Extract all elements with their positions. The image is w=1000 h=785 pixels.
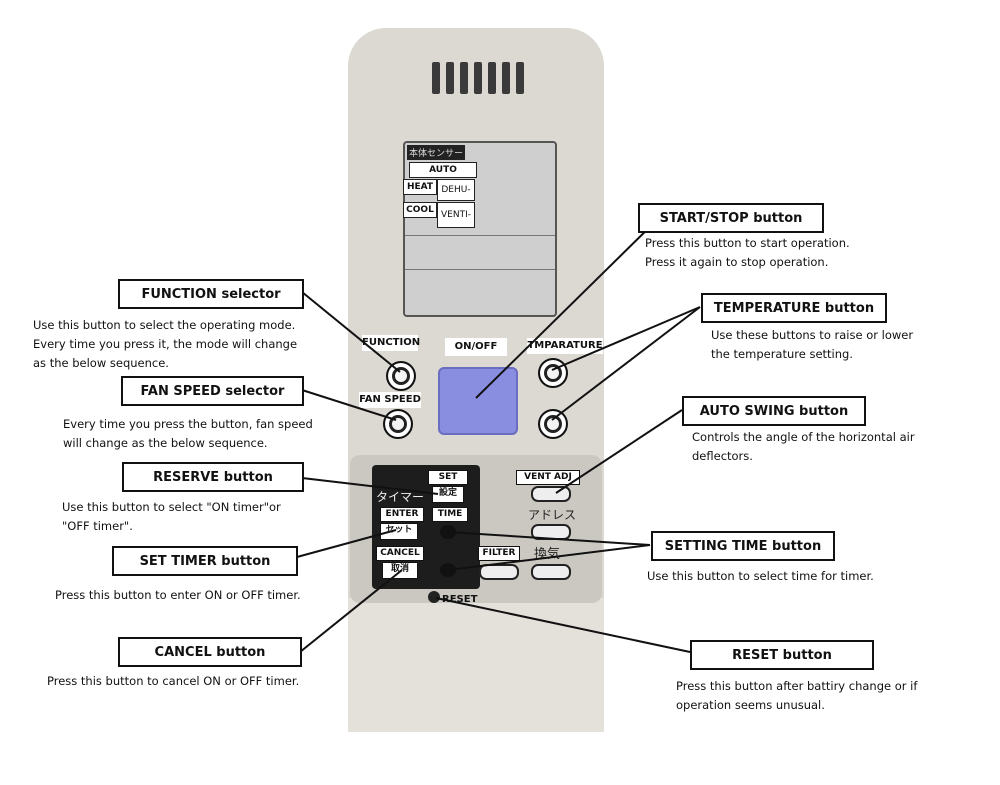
temperature-title: TEMPERATURE button <box>701 293 887 323</box>
ventilation-button[interactable] <box>531 564 571 580</box>
vent-slot <box>474 62 482 94</box>
vent-slot <box>460 62 468 94</box>
start-stop-desc: Press this button to start operation. Pr… <box>645 236 850 269</box>
cancel-button-title: CANCEL button <box>118 637 302 667</box>
temperature-down-button[interactable] <box>538 409 568 439</box>
vent-adj-label: VENT ADJ <box>516 470 580 485</box>
temperature-desc: Use these buttons to raise or lower the … <box>711 328 914 361</box>
fan-speed-selector-desc: Every time you press the button, fan spe… <box>63 417 313 450</box>
setting-time-title: SETTING TIME button <box>651 531 835 561</box>
fan-speed-button[interactable] <box>383 409 413 439</box>
address-jp-label: アドレス <box>528 508 577 522</box>
setting-time-desc: Use this button to select time for timer… <box>647 569 874 583</box>
cancel-button-desc: Press this button to cancel ON or OFF ti… <box>47 674 300 688</box>
reset-button-desc: Press this button after battiry change o… <box>676 679 918 712</box>
mode-dehu-label: DEHU- <box>437 179 475 201</box>
reset-label: RESET <box>442 594 478 605</box>
reserve-button-desc: Use this button to select "ON timer"or "… <box>62 500 281 533</box>
set-timer-title: SET TIMER button <box>112 546 298 576</box>
temperature-up-button[interactable] <box>538 358 568 388</box>
onoff-label: ON/OFF <box>445 338 507 356</box>
function-selector-title: FUNCTION selector <box>118 279 304 309</box>
reserve-button[interactable]: 設定 <box>432 486 464 503</box>
vent-slot <box>502 62 510 94</box>
auto-swing-desc: Controls the angle of the horizontal air… <box>692 430 915 463</box>
mode-venti-label: VENTI- <box>437 202 475 228</box>
function-selector-desc: Use this button to select the operating … <box>33 318 298 370</box>
fan-speed-label: FAN SPEED <box>359 392 421 408</box>
mode-auto-label: AUTO <box>409 162 477 178</box>
reserve-button-title: RESERVE button <box>122 462 304 492</box>
filter-label: FILTER <box>478 546 520 561</box>
mode-heat-label: HEAT <box>403 179 437 195</box>
vent-slot <box>488 62 496 94</box>
function-button[interactable] <box>386 361 416 391</box>
set-label: SET <box>428 470 468 485</box>
function-label: FUNCTION <box>362 335 420 351</box>
time-label: TIME <box>432 507 468 522</box>
vent-slot <box>446 62 454 94</box>
reset-button[interactable] <box>428 591 440 603</box>
reset-button-title: RESET button <box>690 640 874 670</box>
filter-button[interactable] <box>479 564 519 580</box>
start-stop-title: START/STOP button <box>638 203 824 233</box>
set-timer-desc: Press this button to enter ON or OFF tim… <box>55 588 301 602</box>
auto-swing-title: AUTO SWING button <box>682 396 866 426</box>
enter-label: ENTER <box>380 507 424 522</box>
timer-jp-label: タイマー <box>376 490 425 504</box>
onoff-button[interactable] <box>438 367 518 435</box>
set-timer-button[interactable]: セット <box>380 523 418 540</box>
vent-slot <box>516 62 524 94</box>
remote-lower-body <box>348 598 604 732</box>
lcd-sensor-label: 本体センサー <box>407 145 466 160</box>
vent-slot <box>432 62 440 94</box>
cancel-label: CANCEL <box>376 546 424 561</box>
mode-cool-label: COOL <box>403 202 437 218</box>
temperature-label: TMPARATURE <box>527 338 603 354</box>
fan-speed-selector-title: FAN SPEED selector <box>121 376 304 406</box>
